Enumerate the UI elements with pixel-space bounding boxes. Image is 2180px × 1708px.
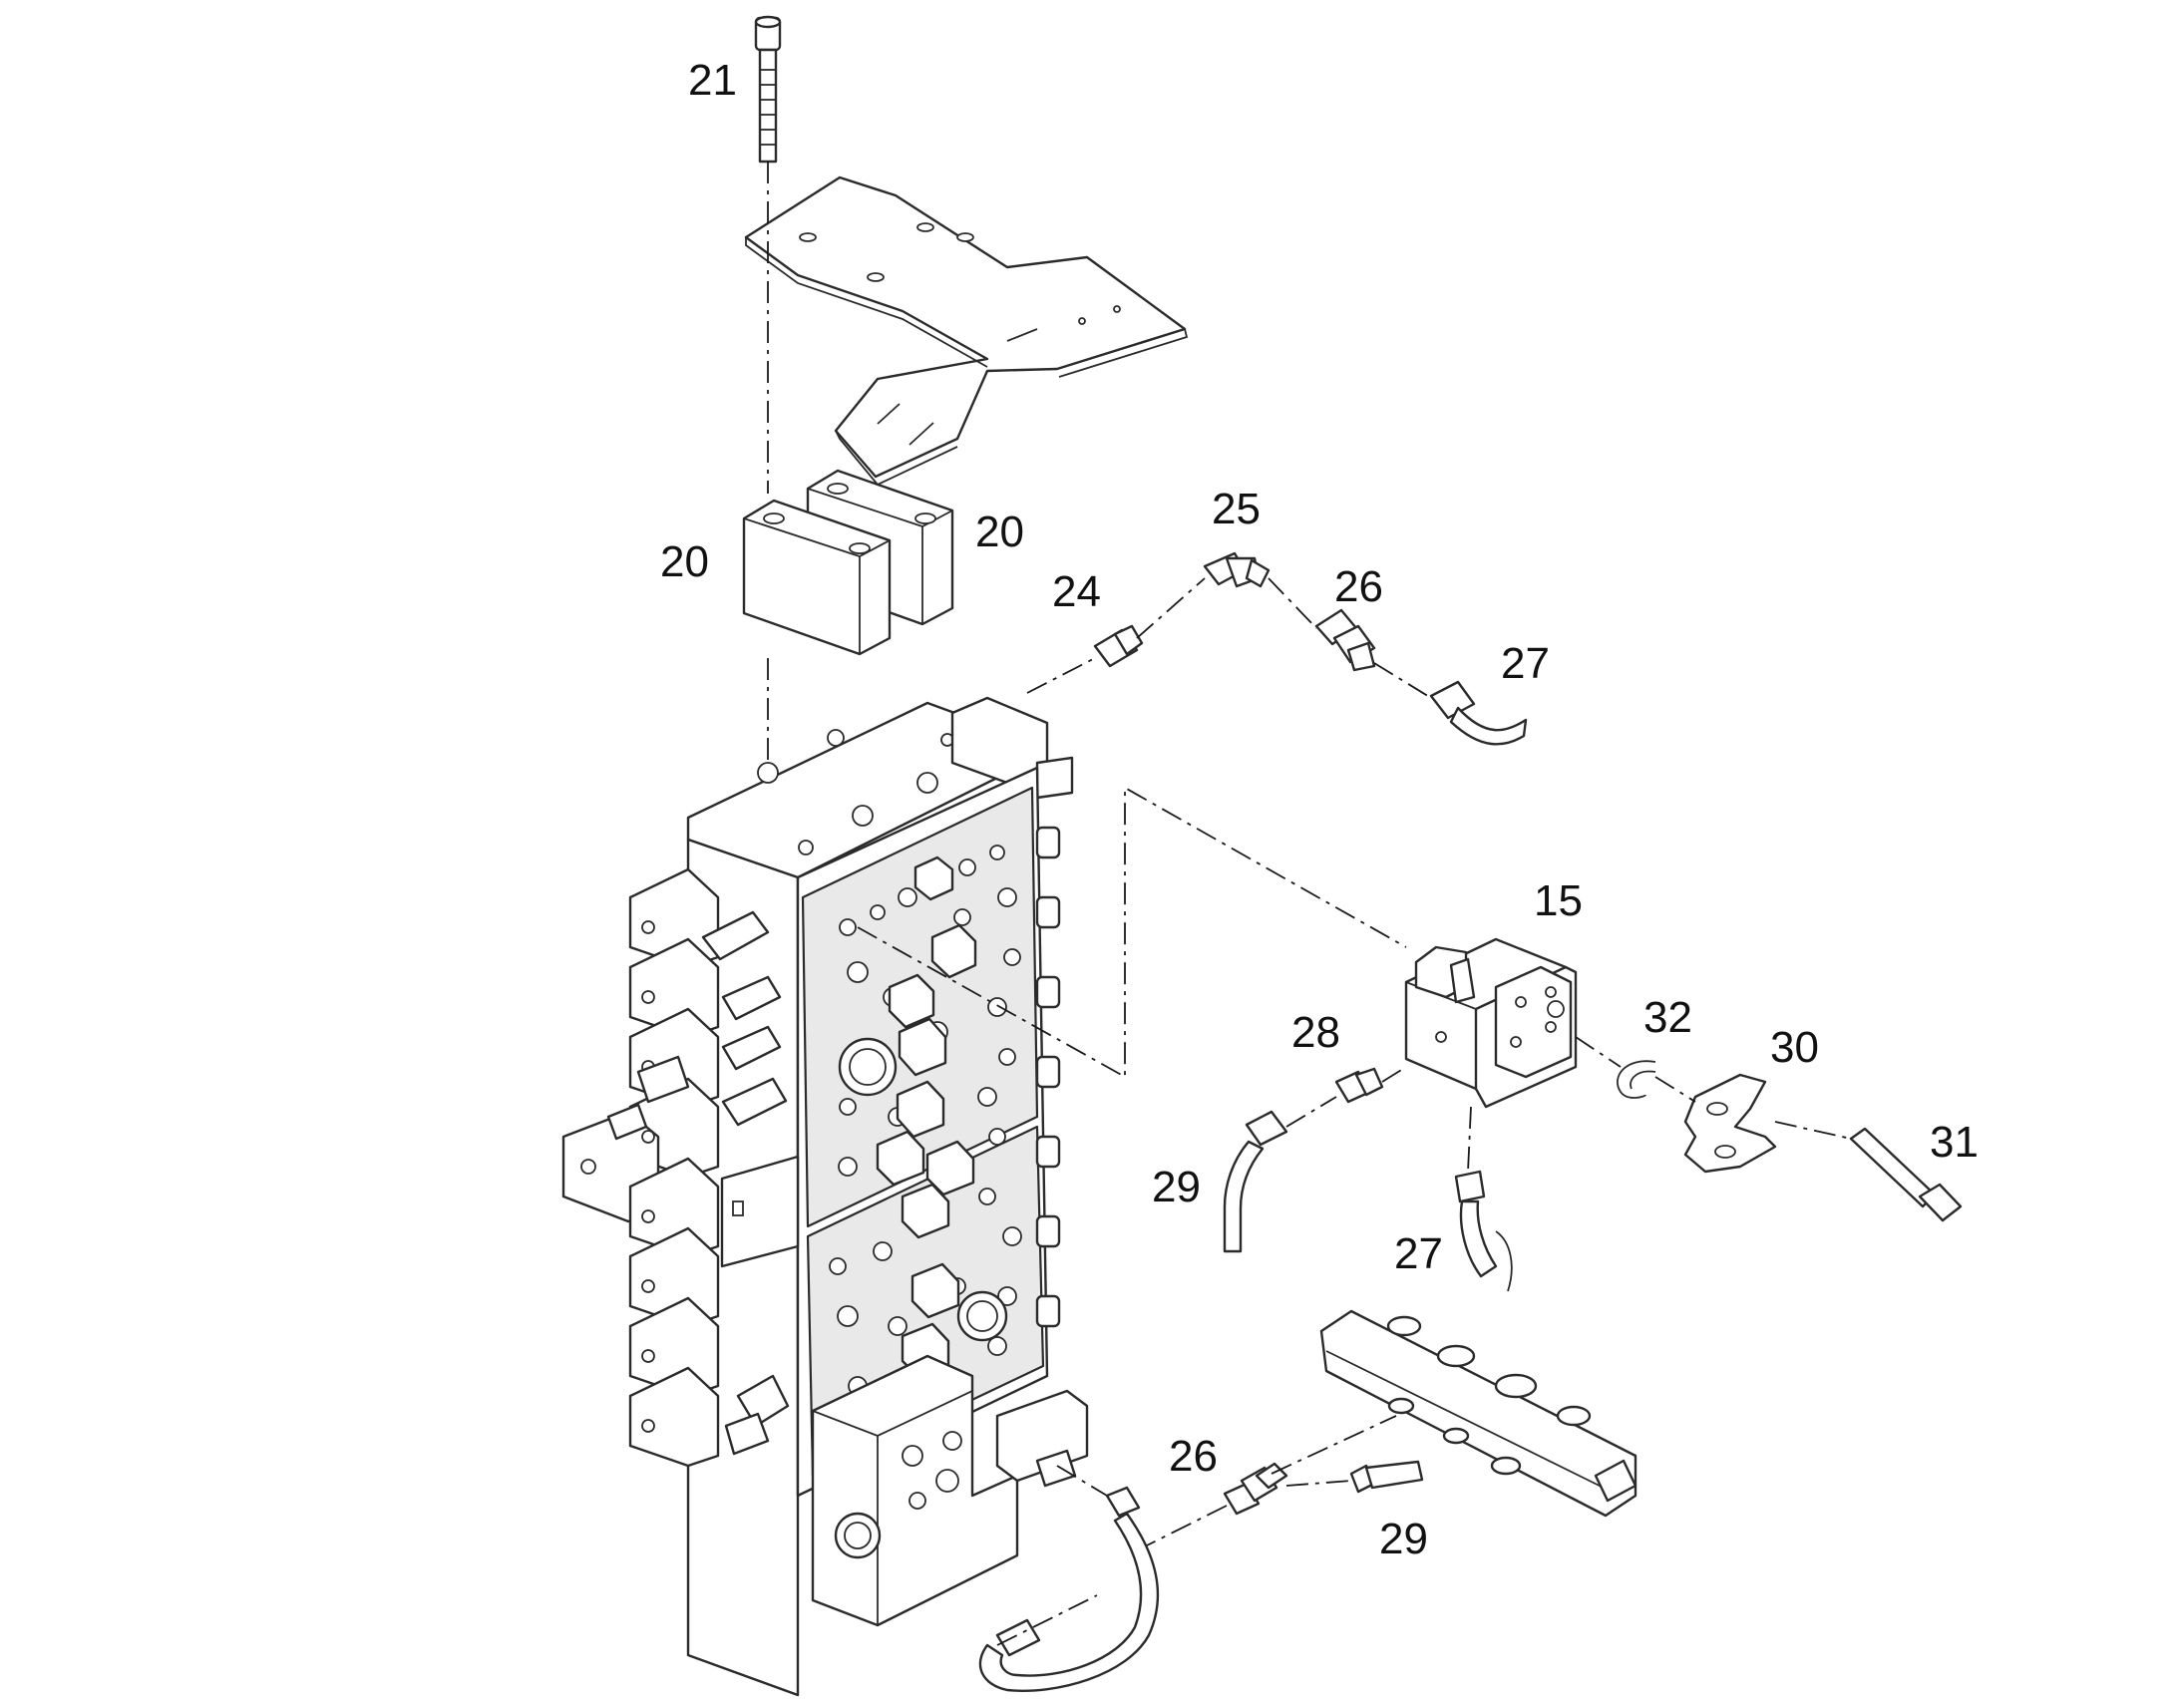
callout-25: 25 [1212, 485, 1261, 533]
part-25-elbow[interactable] [1203, 551, 1271, 588]
leader-lines [767, 162, 1852, 1646]
callout-26: 26 [1334, 562, 1383, 611]
callout-29: 29 [1152, 1163, 1201, 1211]
part-20-spacer-front[interactable] [742, 499, 892, 656]
callout-28: 28 [1291, 1008, 1340, 1057]
mounting-bracket[interactable] [744, 175, 1189, 487]
part-29-hose-middle[interactable] [1223, 1110, 1288, 1253]
pilot-hose-bottom[interactable] [978, 1486, 1160, 1692]
manifold-rail[interactable] [1319, 1309, 1637, 1518]
callout-32: 32 [1643, 993, 1692, 1042]
part-29-hose-lower[interactable] [1349, 1460, 1424, 1494]
main-control-valve[interactable] [561, 696, 1089, 1697]
valve-right-bosses [1035, 826, 1061, 1328]
callout-31: 31 [1930, 1118, 1979, 1167]
callout-20: 20 [975, 508, 1024, 556]
part-32-snap-ring[interactable] [1617, 1060, 1656, 1099]
part-30-split-flange[interactable] [1683, 1073, 1777, 1174]
callout-15: 15 [1534, 876, 1583, 925]
callout-29: 29 [1379, 1515, 1428, 1563]
callout-24: 24 [1052, 567, 1101, 616]
part-27-hose-upper[interactable] [1429, 680, 1528, 746]
part-27-hose-lower[interactable] [1454, 1170, 1513, 1292]
part-31-flange-bolt[interactable] [1849, 1127, 1963, 1222]
callout-21: 21 [688, 56, 737, 105]
part-26-tee-upper[interactable] [1314, 608, 1376, 672]
valve-spool-caps [561, 867, 720, 1468]
callout-labels: 21 20 20 25 24 26 27 15 32 28 30 29 31 2… [660, 56, 1979, 1563]
callout-30: 30 [1770, 1023, 1819, 1072]
callout-26: 26 [1169, 1432, 1218, 1481]
part-24-adapter[interactable] [1093, 624, 1144, 668]
callout-27: 27 [1501, 639, 1550, 688]
valve-face-ports [838, 855, 1008, 1379]
part-15-solenoid-valve[interactable] [1404, 937, 1578, 1109]
callout-27: 27 [1394, 1229, 1443, 1278]
callout-20: 20 [660, 537, 709, 586]
part-21-bolt[interactable] [754, 15, 782, 164]
part-28-adapter[interactable] [1334, 1067, 1384, 1104]
valve-left-fittings [606, 910, 800, 1456]
